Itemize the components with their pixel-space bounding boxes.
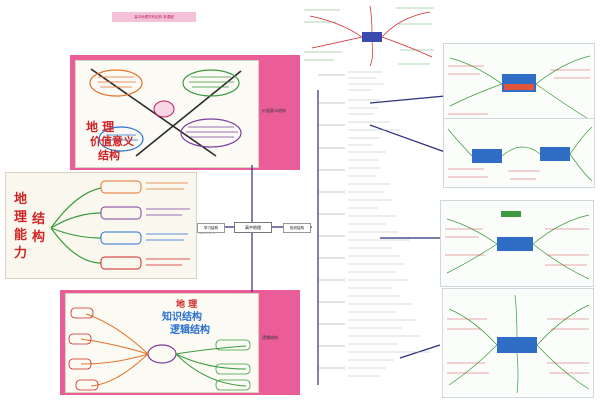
ability-title-col1: 地 [14, 191, 27, 207]
left-branch-label: 学习结构 [197, 223, 225, 233]
value-structure-photo: 地 理 价值意义 结构 [75, 60, 259, 168]
knowledge-side-label: 逻辑结构 [262, 335, 278, 340]
value-title-line1: 地 理 [86, 119, 114, 134]
knowledge-title-line3: 逻辑结构 [170, 323, 210, 336]
knowledge-structure-sketch: 地 理 知识结构 逻辑结构 [66, 294, 258, 392]
mindmap-thumb-2 [443, 118, 595, 188]
overview-mindmap [300, 2, 438, 70]
svg-text:理: 理 [14, 210, 27, 225]
knowledge-title-line1: 地 理 [176, 298, 197, 310]
mindmap-thumb-4 [442, 288, 594, 398]
value-title-line3: 结构 [97, 148, 120, 162]
top-banner: 高中地理学科结构 新课程 [112, 12, 196, 22]
knowledge-structure-photo: 地 理 知识结构 逻辑结构 [65, 293, 259, 393]
knowledge-title-line2: 知识结构 [161, 310, 202, 323]
value-side-label: 价值意义结构 [262, 108, 286, 113]
ability-structure-sketch: 地 理 能 力 结 构 [6, 173, 196, 278]
ability-structure-photo: 地 理 能 力 结 构 [5, 172, 197, 279]
svg-text:构: 构 [32, 229, 45, 245]
ability-title-col2: 结 [32, 211, 45, 227]
right-branch-label: 知识结构 [283, 223, 311, 233]
mindmap-thumb-3 [440, 200, 594, 287]
svg-text:力: 力 [14, 245, 27, 261]
center-node: 高中地理 [234, 222, 272, 233]
value-title-line2: 价值意义 [90, 134, 135, 148]
svg-text:能: 能 [14, 227, 27, 243]
value-structure-sketch: 地 理 价值意义 结构 [76, 61, 258, 167]
